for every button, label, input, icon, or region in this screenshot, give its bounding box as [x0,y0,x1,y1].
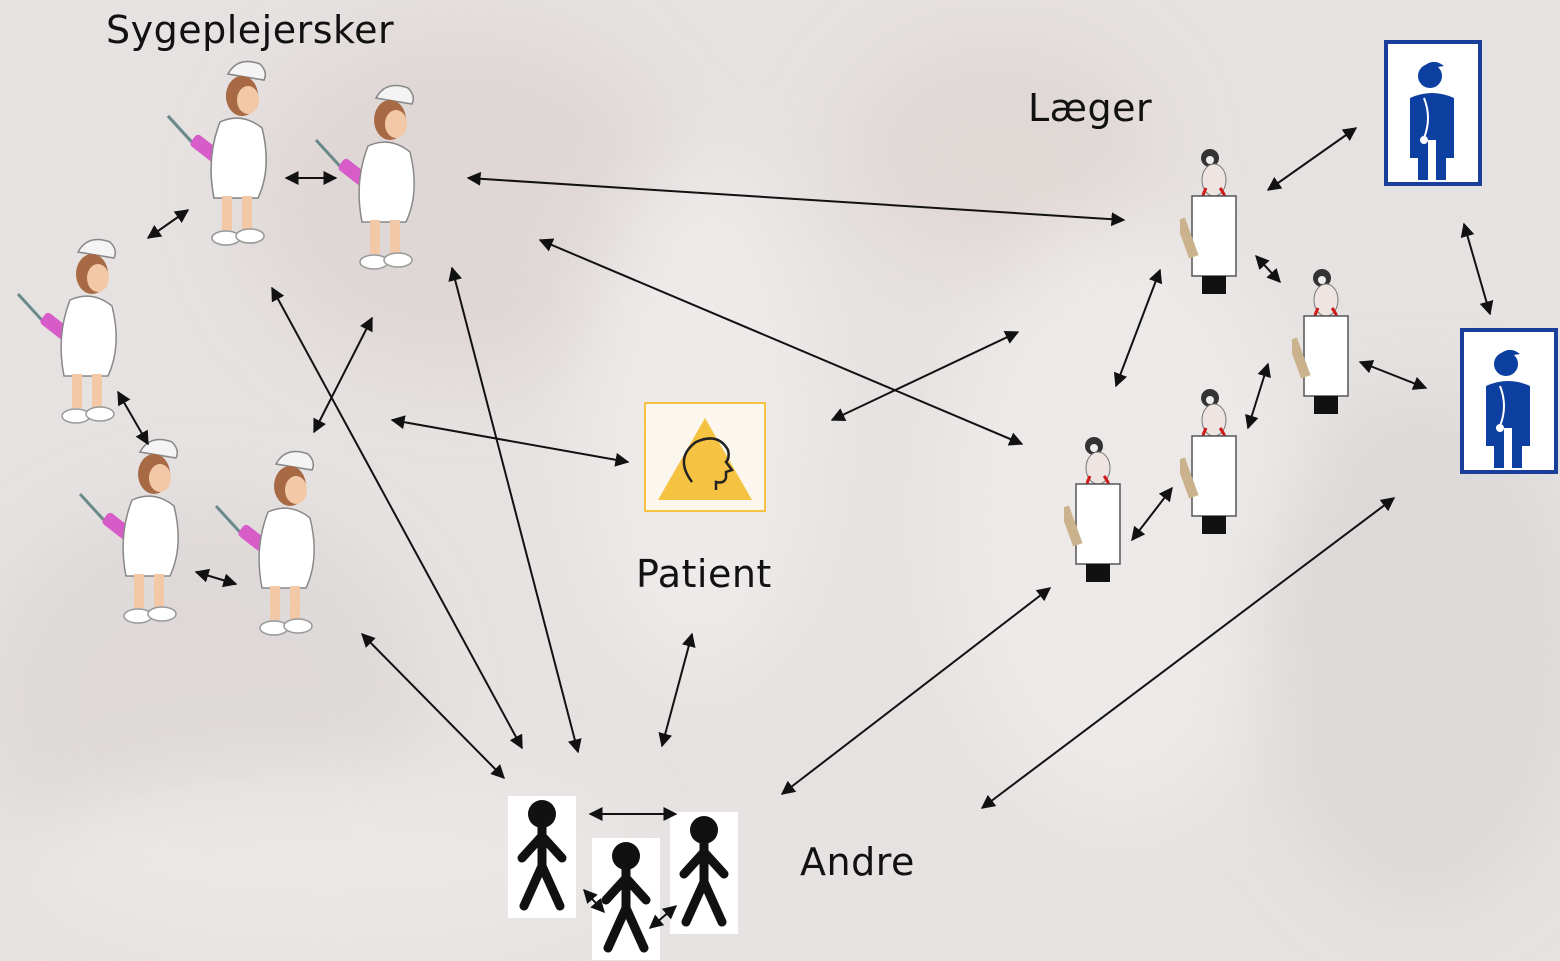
arrow [658,632,696,748]
arrow [313,316,373,434]
stick-person-icon [508,796,576,918]
arrow [390,415,630,467]
arrow [780,587,1052,795]
arrow [583,888,605,914]
arrow [1131,486,1173,542]
arrow [1266,127,1358,191]
nurses-label: Sygeplejersker [106,8,395,52]
arrow [830,331,1020,421]
arrow [1358,360,1428,390]
arrow [448,266,582,754]
arrow [466,171,1126,227]
patient-label: Patient [636,552,772,596]
others-label: Andre [800,840,915,884]
arrow [1255,254,1281,284]
arrow [1245,362,1271,430]
doctors-label: Læger [1028,86,1153,130]
stick-person-icon [670,812,738,934]
arrow [117,390,149,446]
arrow [1113,268,1163,388]
arrow [271,286,523,750]
arrow [538,238,1024,446]
arrow [194,568,238,588]
arrow [361,633,505,779]
arrow [648,905,678,929]
arrow [1460,222,1494,316]
arrow [980,497,1396,809]
arrow [146,209,190,239]
